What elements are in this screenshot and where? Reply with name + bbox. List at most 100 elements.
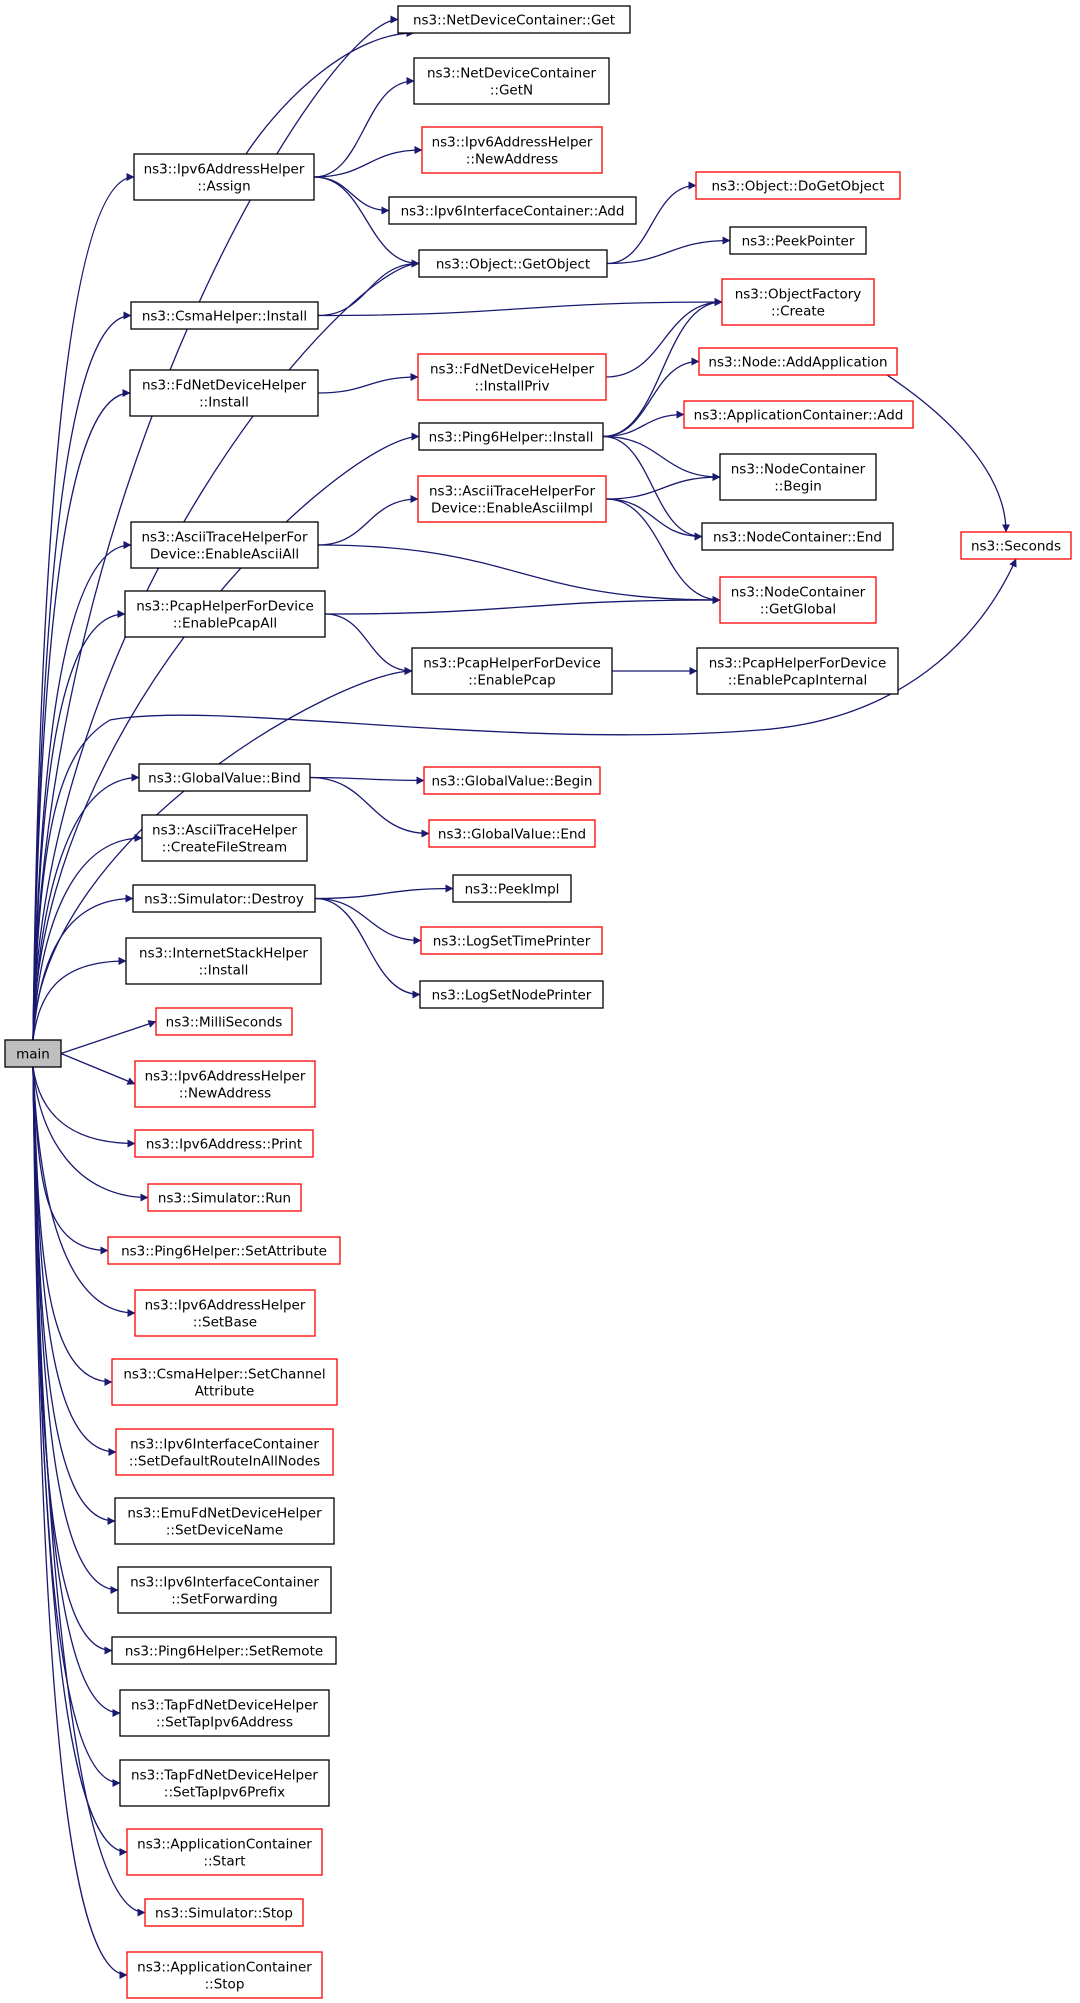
node-box: [117, 1566, 332, 1614]
node-ascii_enableimpl[interactable]: ns3::AsciiTraceHelperForDevice::EnableAs…: [417, 475, 607, 523]
node-label: ::GetGlobal: [760, 602, 836, 618]
node-milliseconds[interactable]: ns3::MilliSeconds: [155, 1007, 293, 1036]
node-main[interactable]: main: [4, 1039, 62, 1068]
node-gv_begin[interactable]: ns3::GlobalValue::Begin: [423, 766, 601, 795]
call-edge-main-to-sim_destroy: [32, 894, 134, 1041]
node-box: [134, 1129, 314, 1158]
node-node_addapp[interactable]: ns3::Node::AddApplication: [698, 347, 898, 376]
node-ipv6ah_setbase[interactable]: ns3::Ipv6AddressHelper::SetBase: [134, 1289, 316, 1337]
node-label: ns3::LogSetTimePrinter: [433, 934, 591, 950]
node-csma_install[interactable]: ns3::CsmaHelper::Install: [130, 301, 319, 330]
node-emufd_setdevname[interactable]: ns3::EmuFdNetDeviceHelper::SetDeviceName: [114, 1497, 335, 1545]
call-edge-main-to-pcap_enableall: [32, 610, 126, 1041]
node-seconds[interactable]: ns3::Seconds: [960, 531, 1072, 560]
node-box: [114, 1497, 335, 1545]
node-label: ns3::AsciiTraceHelperFor: [429, 484, 595, 500]
node-nc_end[interactable]: ns3::NodeContainer::End: [701, 522, 894, 551]
node-ndc_get[interactable]: ns3::NetDeviceContainer::Get: [397, 5, 631, 34]
node-gv_end[interactable]: ns3::GlobalValue::End: [428, 819, 596, 848]
node-ipv6ic_setdefroute[interactable]: ns3::Ipv6InterfaceContainer::SetDefaultR…: [115, 1428, 334, 1476]
node-pcap_enable[interactable]: ns3::PcapHelperForDevice::EnablePcap: [411, 647, 613, 695]
call-edge-main-to-obj_getobject: [32, 259, 420, 1041]
node-pcap_enableinternal[interactable]: ns3::PcapHelperForDevice::EnablePcapInte…: [696, 647, 899, 695]
node-appc_add[interactable]: ns3::ApplicationContainer::Add: [683, 400, 914, 429]
node-box: [419, 980, 604, 1009]
node-ascii_enableall[interactable]: ns3::AsciiTraceHelperForDevice::EnableAs…: [130, 521, 319, 569]
node-pcap_enableall[interactable]: ns3::PcapHelperForDevice::EnablePcapAll: [124, 590, 326, 638]
node-ipv6ic_setfwd[interactable]: ns3::Ipv6InterfaceContainer::SetForwardi…: [117, 1566, 332, 1614]
node-fdndh_installpriv[interactable]: ns3::FdNetDeviceHelper::InstallPriv: [417, 353, 607, 401]
node-box: [418, 249, 608, 278]
node-ipv6ah_assign[interactable]: ns3::Ipv6AddressHelper::Assign: [133, 153, 315, 201]
call-edge-main-to-ipv6ah_setbase: [32, 1066, 136, 1317]
node-gv_bind[interactable]: ns3::GlobalValue::Bind: [138, 763, 311, 792]
node-ish_install[interactable]: ns3::InternetStackHelper::Install: [125, 937, 322, 985]
node-label: ns3::Ping6Helper::SetAttribute: [121, 1244, 327, 1260]
node-logsettime[interactable]: ns3::LogSetTimePrinter: [420, 926, 603, 955]
node-obj_dogetobject[interactable]: ns3::Object::DoGetObject: [695, 171, 901, 200]
node-box: [721, 278, 875, 326]
node-box: [452, 874, 572, 903]
node-label: ns3::GlobalValue::Bind: [148, 771, 301, 787]
node-label: ns3::NodeContainer: [731, 462, 866, 478]
node-label: ns3::CsmaHelper::SetChannel: [123, 1367, 325, 1383]
node-box: [129, 369, 319, 417]
node-nc_begin[interactable]: ns3::NodeContainer::Begin: [719, 453, 877, 501]
node-nc_getglobal[interactable]: ns3::NodeContainer::GetGlobal: [719, 576, 877, 624]
node-box: [4, 1039, 62, 1068]
node-label: ::GetN: [490, 83, 533, 99]
call-edge-ascii_enableimpl-to-nc_begin: [605, 473, 721, 500]
node-box: [719, 576, 877, 624]
node-label: ns3::Object::GetObject: [436, 257, 590, 273]
node-box: [423, 766, 601, 795]
edge-layer: [32, 15, 1017, 1979]
node-ping6_setattr[interactable]: ns3::Ping6Helper::SetAttribute: [107, 1236, 341, 1265]
node-sim_destroy[interactable]: ns3::Simulator::Destroy: [132, 884, 316, 913]
node-ascii_createfs[interactable]: ns3::AsciiTraceHelper::CreateFileStream: [141, 814, 308, 862]
node-sim_stop[interactable]: ns3::Simulator::Stop: [144, 1898, 304, 1927]
node-objfactory_create[interactable]: ns3::ObjectFactory::Create: [721, 278, 875, 326]
node-peekimpl[interactable]: ns3::PeekImpl: [452, 874, 572, 903]
node-appc_start[interactable]: ns3::ApplicationContainer::Start: [126, 1828, 323, 1876]
node-label: ns3::Ipv6InterfaceContainer::Add: [401, 204, 625, 220]
node-box: [126, 1951, 323, 1999]
node-box: [130, 301, 319, 330]
node-box: [397, 5, 631, 34]
node-ipv6addr_print[interactable]: ns3::Ipv6Address::Print: [134, 1129, 314, 1158]
call-edge-gv_bind-to-gv_end: [309, 776, 430, 838]
node-obj_getobject[interactable]: ns3::Object::GetObject: [418, 249, 608, 278]
node-logsetnode[interactable]: ns3::LogSetNodePrinter: [419, 980, 604, 1009]
node-label: ns3::PcapHelperForDevice: [709, 656, 887, 672]
node-appc_stop[interactable]: ns3::ApplicationContainer::Stop: [126, 1951, 323, 1999]
node-tapfd_setprefix[interactable]: ns3::TapFdNetDeviceHelper::SetTapIpv6Pre…: [119, 1759, 330, 1807]
node-peekpointer[interactable]: ns3::PeekPointer: [729, 226, 867, 255]
node-box: [719, 453, 877, 501]
call-edge-sim_destroy-to-logsettime: [314, 897, 422, 945]
node-ping6_setremote[interactable]: ns3::Ping6Helper::SetRemote: [111, 1636, 337, 1665]
node-label: ::Create: [771, 304, 825, 320]
node-box: [729, 226, 867, 255]
node-fdndh_install[interactable]: ns3::FdNetDeviceHelper::Install: [129, 369, 319, 417]
node-box: [417, 353, 607, 401]
node-box: [130, 521, 319, 569]
node-label: ns3::TapFdNetDeviceHelper: [131, 1698, 318, 1714]
node-ipv6ic_add[interactable]: ns3::Ipv6InterfaceContainer::Add: [388, 196, 637, 225]
node-ndc_getn[interactable]: ns3::NetDeviceContainer::GetN: [413, 57, 610, 105]
node-label: Attribute: [195, 1384, 255, 1400]
node-ipv6ah_newaddr_l[interactable]: ns3::Ipv6AddressHelper::NewAddress: [134, 1060, 316, 1108]
call-edge-pcap_enableall-to-pcap_enable: [324, 613, 413, 675]
call-edge-ping6_install-to-appc_add: [602, 410, 685, 438]
node-label: ns3::Ipv6AddressHelper: [145, 1069, 306, 1085]
call-edge-ipv6ah_assign-to-ipv6ah_newaddr_r: [313, 146, 423, 178]
node-label: ns3::FdNetDeviceHelper: [142, 378, 307, 394]
node-tapfd_setaddr[interactable]: ns3::TapFdNetDeviceHelper::SetTapIpv6Add…: [119, 1689, 330, 1737]
node-label: ::EnablePcap: [468, 673, 556, 689]
node-ipv6ah_newaddr_r[interactable]: ns3::Ipv6AddressHelper::NewAddress: [421, 126, 603, 174]
call-edge-pcap_enableall-to-nc_getglobal: [324, 596, 721, 615]
node-sim_run[interactable]: ns3::Simulator::Run: [147, 1183, 302, 1212]
node-label: ns3::FdNetDeviceHelper: [430, 362, 595, 378]
node-box: [960, 531, 1072, 560]
node-layer: main ns3::NetDeviceContainer::Getns3::Net…: [4, 5, 1072, 1999]
node-ping6_install[interactable]: ns3::Ping6Helper::Install: [418, 422, 604, 451]
